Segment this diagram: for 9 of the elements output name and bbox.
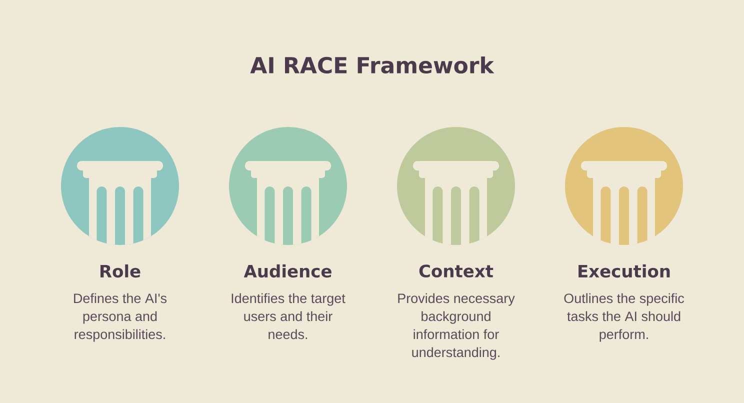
description: Outlines the specific tasks the AI should perform.: [564, 293, 684, 342]
heading: Execution: [578, 264, 670, 278]
heading: Context: [419, 264, 494, 278]
heading: Role: [100, 264, 140, 278]
description: Provides necessary background information for understanding.: [398, 293, 515, 360]
heading: Audience: [244, 264, 332, 278]
description: Identifies the target users and their needs.: [232, 293, 346, 340]
title: AI RACE Framework: [250, 56, 494, 74]
description: Defines the AI's persona and responsibilities.: [74, 293, 167, 342]
